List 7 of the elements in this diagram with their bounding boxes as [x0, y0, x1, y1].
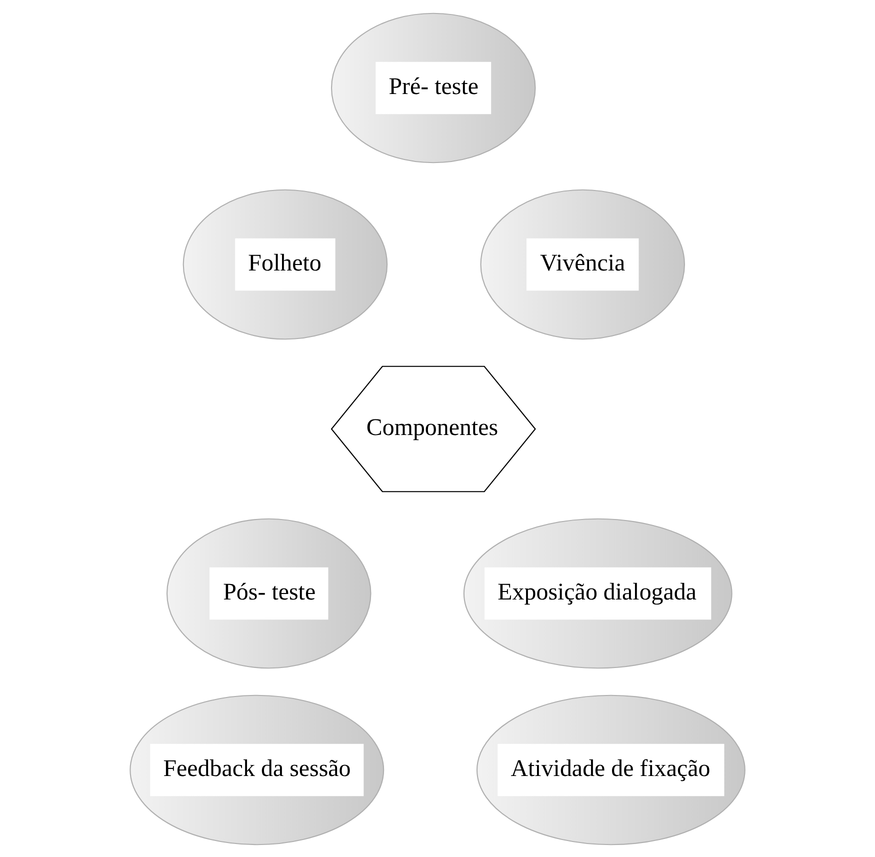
node-ellipse: Exposição dialogada — [463, 518, 732, 668]
node-ellipse: Folheto — [182, 188, 388, 340]
node-ellipse: Pré- teste — [330, 12, 536, 163]
node-ellipse: Feedback da sessão — [130, 694, 384, 845]
node-ellipse: Atividade de fixação — [476, 694, 746, 845]
node-ellipse: Vivência — [480, 188, 686, 340]
node-ellipse: Pós- teste — [166, 518, 372, 668]
